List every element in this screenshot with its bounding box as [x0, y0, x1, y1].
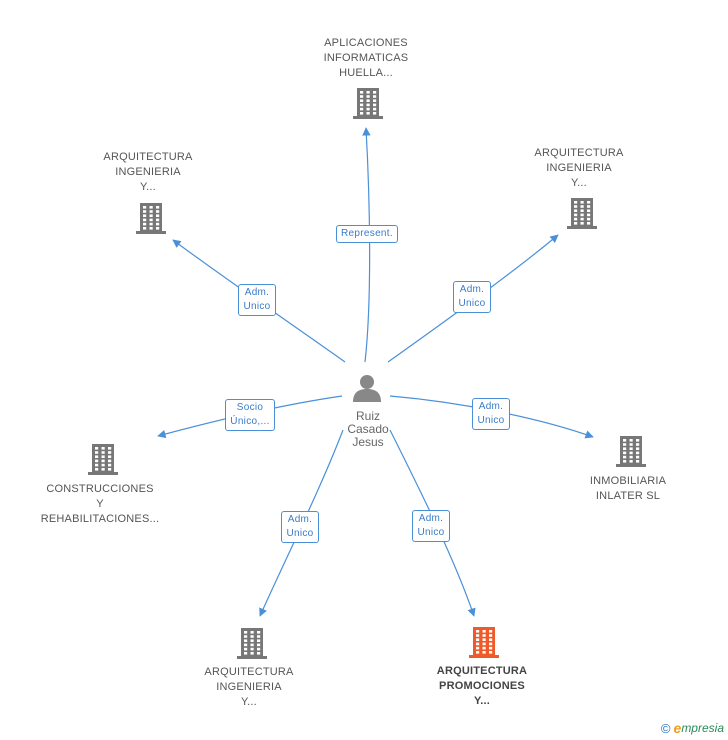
company-label-inmobiliaria[interactable]: INMOBILIARIA INLATER SL: [573, 474, 683, 504]
company-label-arq-bottom-left[interactable]: ARQUITECTURA INGENIERIA Y...: [194, 665, 304, 710]
building-icon[interactable]: [567, 198, 597, 229]
company-label-line: CONSTRUCCIONES: [46, 483, 154, 495]
building-icon[interactable]: [136, 203, 166, 234]
company-label-line: ARQUITECTURA: [436, 665, 528, 677]
relation-badge-arq-top-left[interactable]: Adm. Unico: [238, 284, 276, 316]
building-icon[interactable]: [88, 444, 118, 475]
company-label-line: INFORMATICAS: [323, 52, 409, 64]
person-icon[interactable]: [353, 375, 381, 402]
copyright-icon: ©: [660, 720, 671, 736]
company-label-line: ARQUITECTURA: [204, 666, 294, 678]
relation-badge-line: Adm.: [459, 284, 485, 295]
building-icon[interactable]: [237, 628, 267, 659]
company-label-construcciones[interactable]: CONSTRUCCIONES Y REHABILITACIONES...: [30, 482, 170, 527]
edge-aplicaciones: [362, 127, 371, 363]
company-label-line: REHABILITACIONES...: [40, 513, 160, 525]
relation-badge-line: Adm.: [287, 514, 313, 525]
relation-badge-line: Socio: [236, 402, 264, 413]
relation-badge-inmobiliaria[interactable]: Adm. Unico: [472, 398, 510, 430]
company-label-line: INLATER SL: [595, 490, 661, 502]
relation-badge-line: Adm.: [244, 287, 270, 298]
company-label-line: APLICACIONES: [324, 37, 408, 49]
building-icon[interactable]: [616, 436, 646, 467]
relation-badge-line: Unico: [286, 528, 314, 539]
person-name-line: Casado: [347, 422, 389, 436]
relation-badge-line: Unico: [477, 415, 505, 426]
building-icon[interactable]: [469, 627, 499, 658]
relation-badge-line: Único,...: [230, 416, 270, 427]
company-label-line: INGENIERIA: [115, 166, 181, 178]
brand-logo-text[interactable]: mpresia: [681, 721, 724, 735]
building-icon[interactable]: [353, 88, 383, 119]
person-name-line: Jesus: [352, 435, 384, 449]
company-label-line: Y...: [473, 695, 491, 707]
company-label-line: Y...: [140, 181, 156, 193]
company-label-line: Y: [96, 498, 104, 510]
company-label-line: PROMOCIONES: [439, 680, 525, 692]
company-label-line: HUELLA...: [339, 67, 393, 79]
relation-badge-line: Adm.: [478, 401, 504, 412]
company-label-arq-top-right[interactable]: ARQUITECTURA INGENIERIA Y...: [524, 146, 634, 191]
company-label-line: ARQUITECTURA: [103, 151, 193, 163]
relation-badge-arq-bottom-left[interactable]: Adm. Unico: [281, 511, 319, 543]
person-name-line: Ruiz: [355, 409, 380, 423]
center-person-label: Ruiz Casado Jesus: [328, 410, 408, 449]
relation-badge-line: Unico: [458, 298, 486, 309]
relation-badge-aplicaciones[interactable]: Represent.: [336, 225, 398, 243]
relation-badge-arq-promociones[interactable]: Adm. Unico: [412, 510, 450, 542]
brand-logo-e: e: [673, 720, 682, 736]
relation-badge-line: Represent.: [341, 228, 393, 239]
company-label-line: Y...: [571, 177, 587, 189]
company-label-line: INGENIERIA: [546, 162, 612, 174]
company-label-arq-promociones[interactable]: ARQUITECTURA PROMOCIONES Y...: [422, 664, 542, 709]
company-label-aplicaciones[interactable]: APLICACIONES INFORMATICAS HUELLA...: [306, 36, 426, 81]
relation-badge-line: Unico: [243, 301, 271, 312]
company-label-arq-top-left[interactable]: ARQUITECTURA INGENIERIA Y...: [93, 150, 203, 195]
company-label-line: INMOBILIARIA: [589, 475, 667, 487]
company-label-line: Y...: [241, 696, 257, 708]
relation-badge-line: Unico: [417, 527, 445, 538]
company-label-line: ARQUITECTURA: [534, 147, 624, 159]
company-label-line: INGENIERIA: [216, 681, 282, 693]
relation-badge-line: Adm.: [418, 513, 444, 524]
relation-badge-arq-top-right[interactable]: Adm. Unico: [453, 281, 491, 313]
